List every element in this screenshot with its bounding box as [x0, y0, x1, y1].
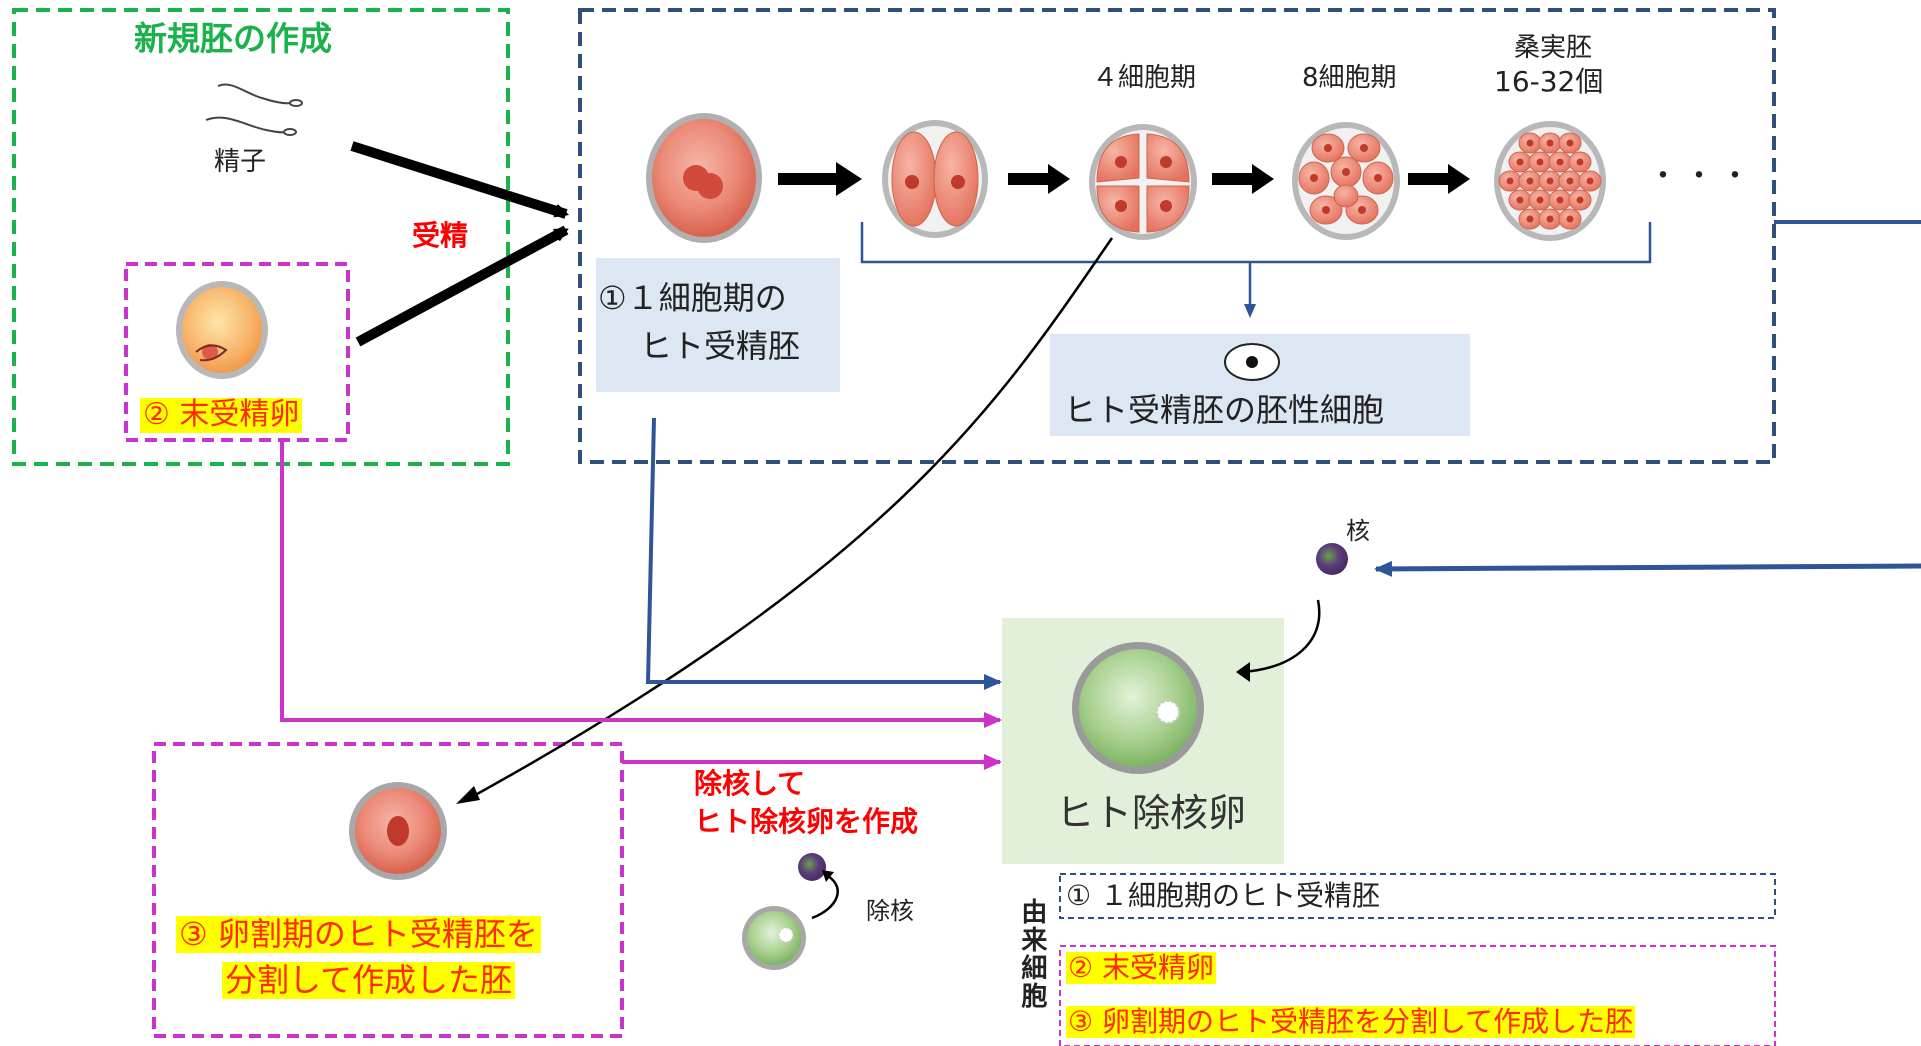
morula-label-line1: 桑実胚 [1514, 33, 1593, 63]
cleavage-embryo-label-line1: ③ 卵割期のヒト受精胚を [176, 916, 541, 953]
sperm-arrow [350, 141, 566, 219]
morula-cell-nucleus [1556, 158, 1564, 166]
legend-item-3: ③ 卵割期のヒト受精胚を分割して作成した胚 [1066, 1005, 1636, 1039]
four-cell-embryo-icon [1089, 124, 1197, 240]
bracket-arrowhead [1244, 304, 1256, 318]
fertilization-label: 受精 [412, 219, 469, 252]
enucleated-egg-label: ヒト除核卵 [1056, 791, 1247, 835]
embryonic-cell-label: ヒト受精胚の胚性細胞 [1064, 391, 1385, 429]
enucleated-egg-icon [1072, 642, 1204, 774]
morula-cell-nucleus [1516, 158, 1524, 166]
morula-cell-nucleus [1526, 215, 1534, 223]
morula-cell-nucleus [1566, 215, 1574, 223]
morula-cell-nucleus [1566, 177, 1574, 185]
enucleation-procedure-line1: 除核して [694, 767, 806, 800]
development-box [578, 8, 1776, 464]
stage-arrows [778, 162, 1470, 196]
enucleation-label: 除核 [866, 897, 914, 925]
morula-label-line2: 16-32個 [1494, 65, 1604, 98]
cleavage-embryo-box [152, 742, 624, 1038]
one-cell-panel [596, 258, 840, 392]
legend-vertical-title: 由来細胞 [1016, 898, 1047, 1010]
unfertilized-to-egg-arrow [280, 440, 1002, 728]
cleavage-embryo-icon [349, 782, 447, 880]
nucleus-insert-arrow [1241, 599, 1321, 674]
two-cell-embryo-icon [882, 120, 988, 238]
sperm-icon [205, 83, 303, 136]
enucleation-arrow [811, 874, 839, 920]
morula-cell-nucleus [1546, 139, 1554, 147]
one-cell-to-egg-arrow [645, 417, 1002, 690]
one-cell-label-line2: ヒト受精胚 [640, 327, 801, 365]
stage-bracket [860, 222, 1652, 264]
nucleus-label: 核 [1346, 517, 1370, 545]
one-cell-label-line1: ①１細胞期の [598, 279, 787, 317]
unfertilized-egg-box [124, 262, 350, 442]
small-enucleated-egg-icon [742, 906, 806, 970]
new-embryo-title: 新規胚の作成 [134, 19, 332, 58]
unfertilized-egg-icon [176, 281, 268, 379]
legend-box-2 [1059, 945, 1776, 1046]
one-cell-embryo-icon [646, 113, 762, 243]
removed-nucleus-icon [798, 853, 826, 881]
morula-cell-nucleus [1576, 158, 1584, 166]
nucleus-transfer-arrow [1374, 560, 1921, 577]
morula-cell-nucleus [1576, 196, 1584, 204]
morula-cell-nucleus [1506, 177, 1514, 185]
morula-cell-nucleus [1536, 196, 1544, 204]
new-embryo-box [12, 8, 510, 466]
morula-cell-nucleus [1526, 177, 1534, 185]
egg-arrow [355, 225, 566, 347]
morula-cell-nucleus [1526, 139, 1534, 147]
legend-item-2: ② 末受精卵 [1066, 951, 1217, 985]
nucleus-icon [1316, 543, 1348, 575]
morula-cell-nucleus [1566, 139, 1574, 147]
sperm-label: 精子 [214, 147, 267, 177]
unfertilized-egg-label: ② 末受精卵 [140, 397, 303, 433]
cleavage-split-curve [469, 237, 1114, 800]
morula-embryo-icon [1494, 121, 1606, 241]
morula-cell-nucleus [1546, 215, 1554, 223]
morula-cell-nucleus [1536, 158, 1544, 166]
enucleation-procedure-line2: ヒト除核卵を作成 [694, 805, 919, 838]
morula-cell-nucleus [1546, 177, 1554, 185]
stage-8cell-label: 8細胞期 [1302, 63, 1397, 93]
eight-cell-embryo-icon [1292, 122, 1400, 240]
morula-cell-nucleus [1586, 177, 1594, 185]
stage-4cell-label: ４細胞期 [1092, 63, 1197, 93]
cleavage-embryo-label-line2: 分割して作成した胚 [222, 962, 516, 999]
morula-cell-nucleus [1516, 196, 1524, 204]
morula-cell-nucleus [1556, 196, 1564, 204]
ellipsis: ・・・ [1648, 159, 1756, 194]
legend-box-1 [1059, 873, 1776, 919]
legend-item-1: ① １細胞期のヒト受精胚 [1066, 879, 1381, 912]
